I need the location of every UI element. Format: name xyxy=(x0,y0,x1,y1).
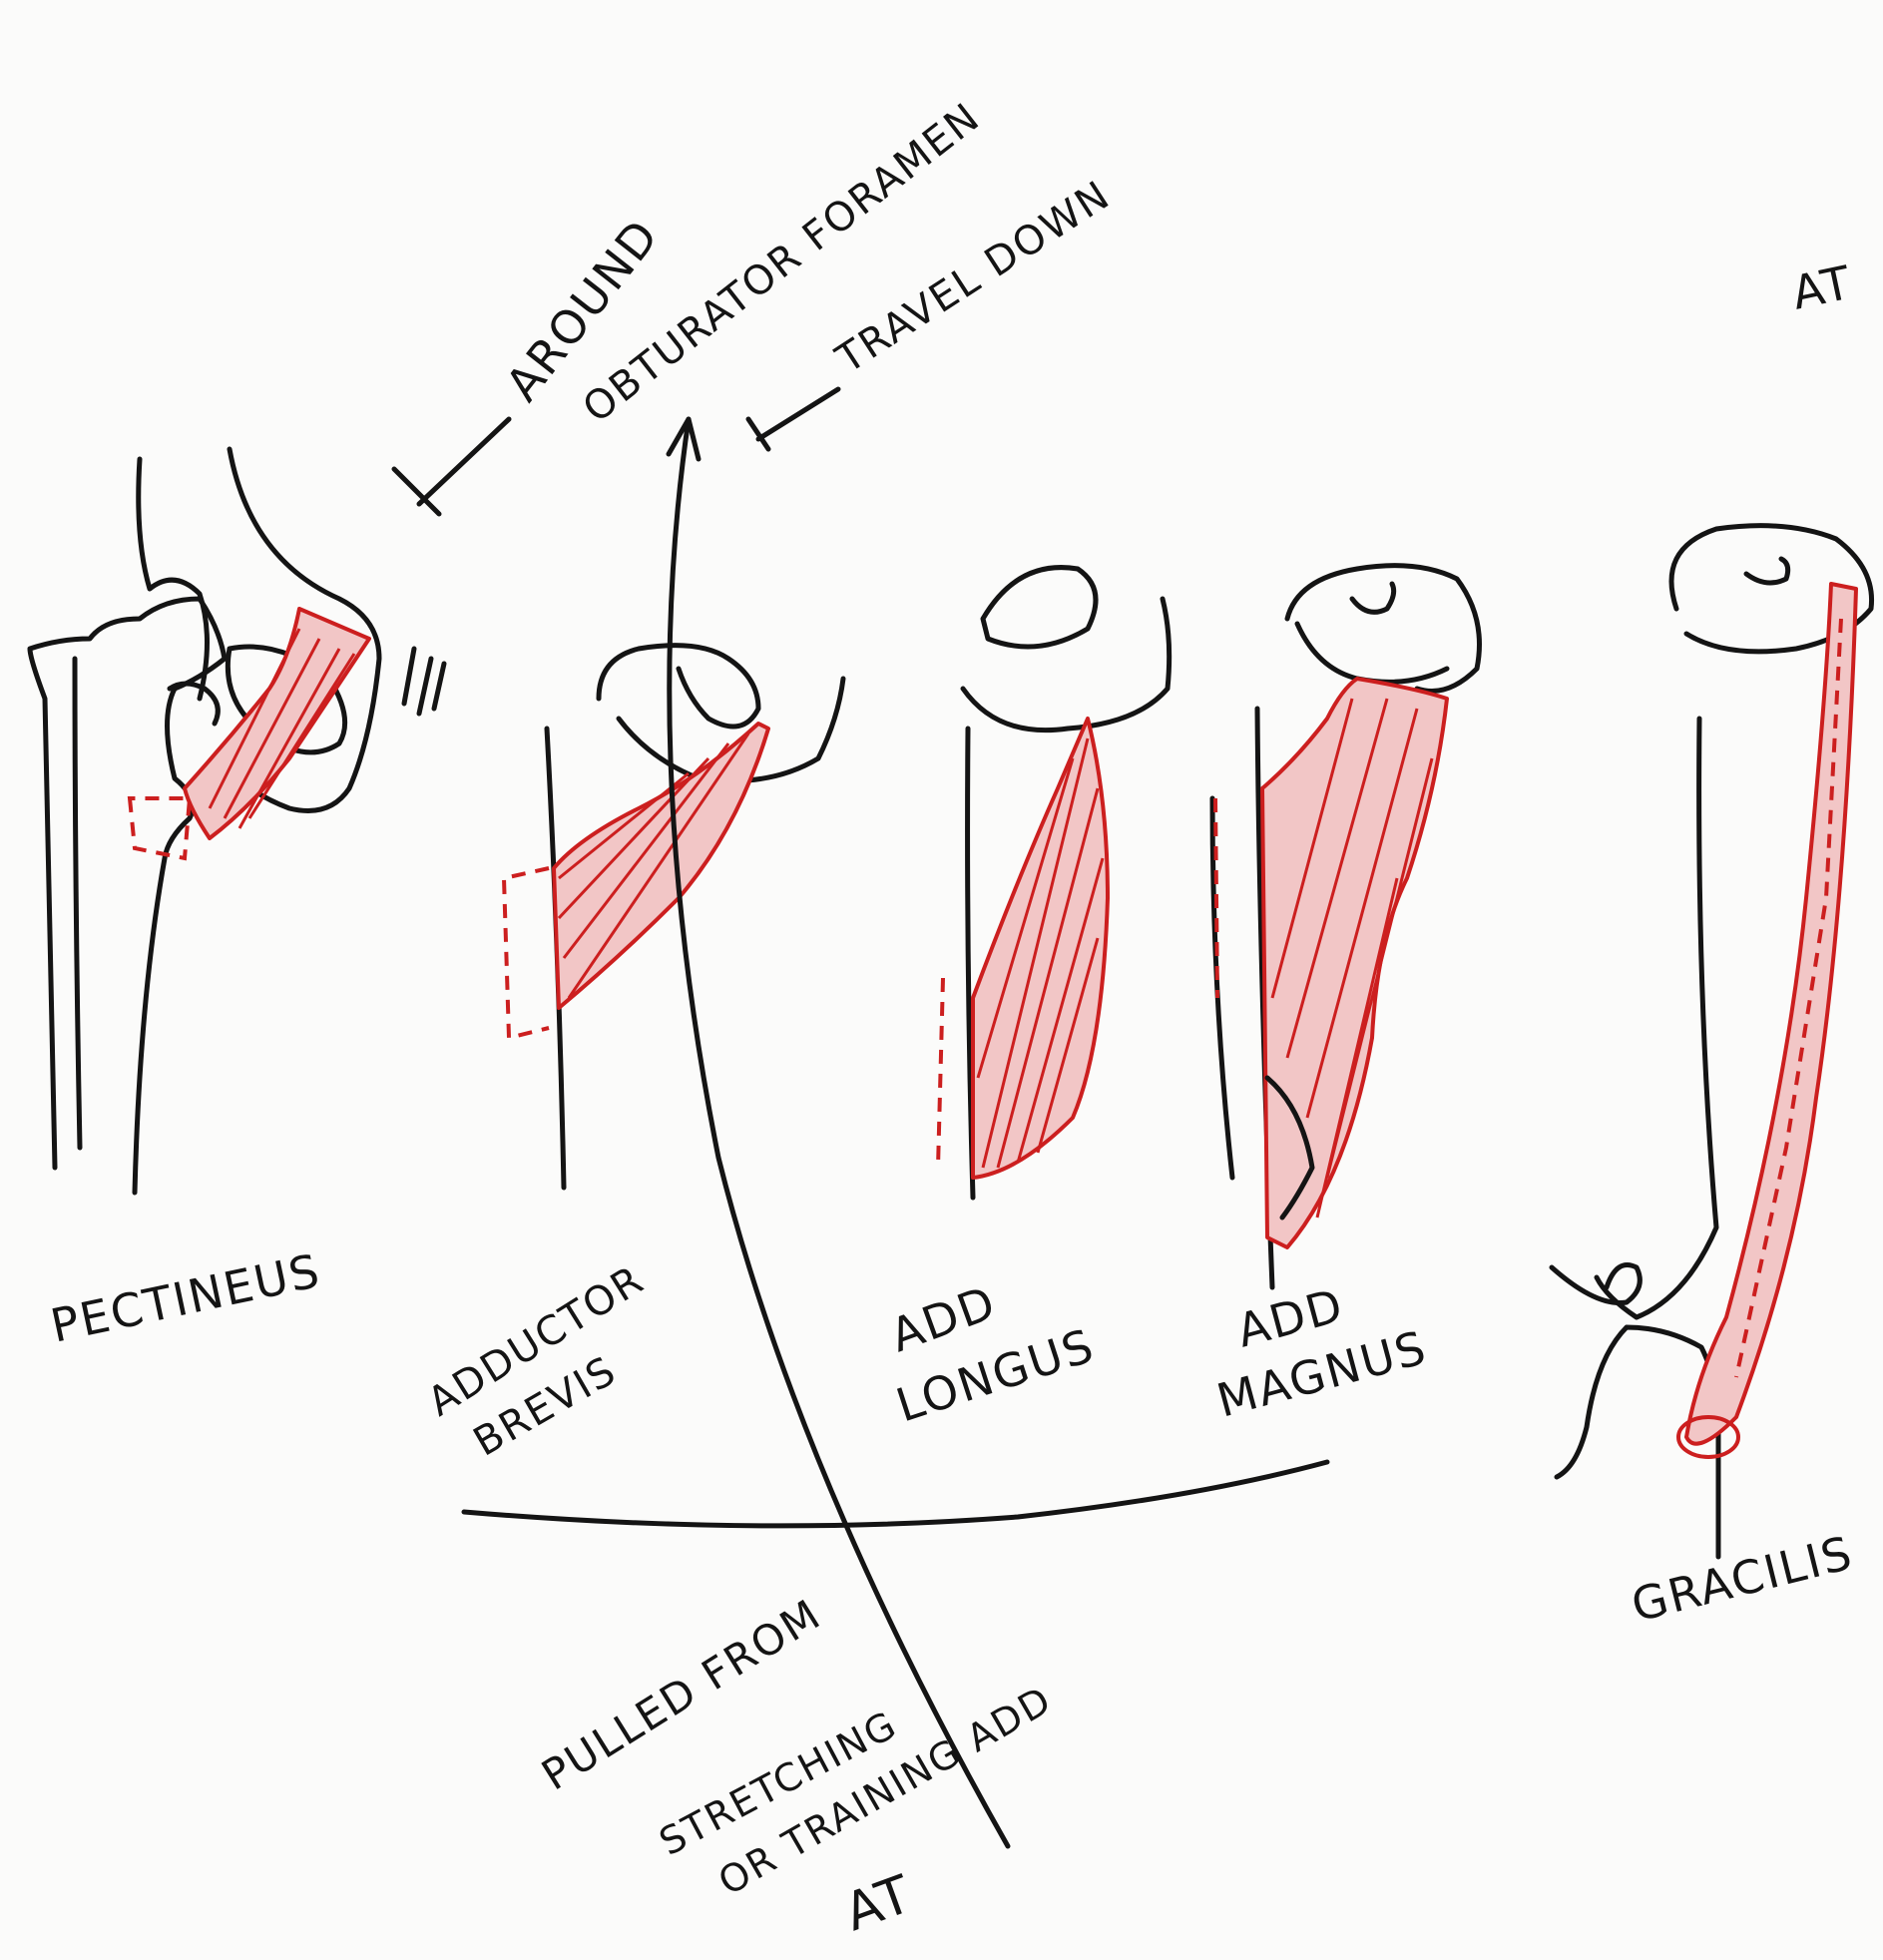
magnus-insertion xyxy=(1215,798,1217,998)
adductor-brevis-muscle xyxy=(554,724,768,1008)
gracilis-femur xyxy=(1597,719,1716,1317)
add-magnus-figure xyxy=(1212,566,1480,1287)
label-corner-fragment: AT xyxy=(1787,254,1857,319)
add-magnus-muscle xyxy=(1262,679,1447,1247)
magnus-pelvis xyxy=(1287,566,1480,692)
label-bottom-4: AT xyxy=(837,1864,921,1943)
add-longus-figure xyxy=(938,568,1170,1198)
adductor-brevis-figure xyxy=(504,646,843,1188)
pectineus-figure xyxy=(30,449,444,1193)
longus-pelvis xyxy=(963,568,1170,731)
label-gracilis: GRACILIS xyxy=(1627,1525,1859,1632)
around-pointer xyxy=(394,419,509,514)
longus-insertion xyxy=(938,978,943,1168)
add-longus-muscle xyxy=(973,719,1108,1178)
label-pectineus: PECTINEUS xyxy=(46,1243,325,1353)
gracilis-muscle xyxy=(1686,584,1856,1444)
gracilis-figure xyxy=(1552,526,1872,1557)
group-divider xyxy=(464,1462,1327,1526)
obturator-nerve-line xyxy=(670,419,1008,1846)
brevis-insertion xyxy=(504,868,549,1038)
motion-lines xyxy=(404,649,444,714)
femur-outline xyxy=(30,599,225,1193)
travel-down-pointer xyxy=(748,389,838,449)
